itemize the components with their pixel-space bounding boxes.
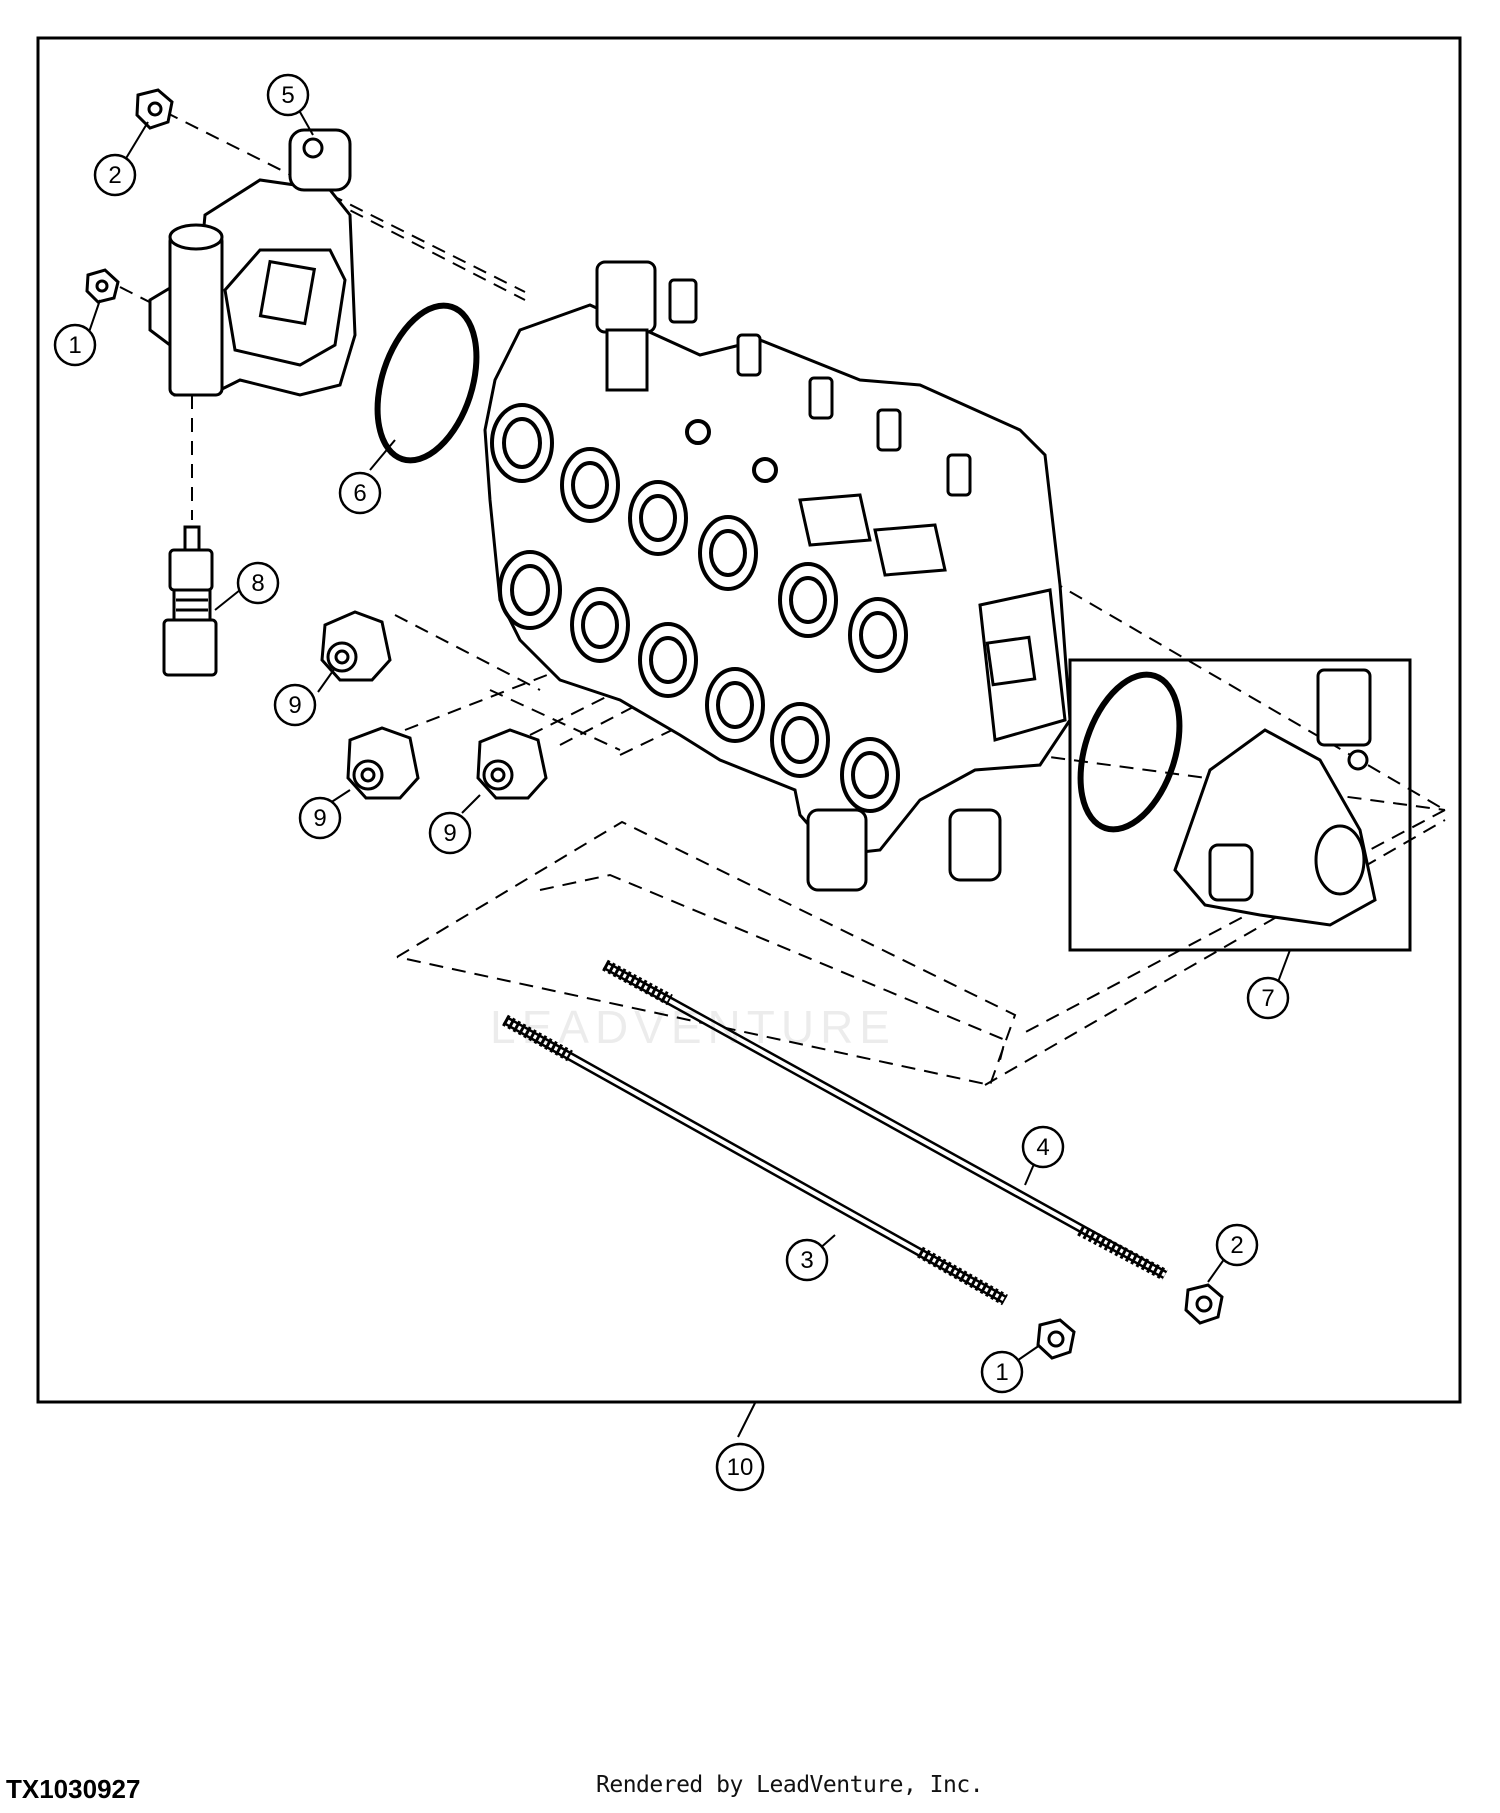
callout-label: 8 (251, 570, 264, 597)
callout-7: 7 (1246, 976, 1290, 1020)
outlet-cover-inset-box (1068, 658, 1412, 952)
callout-label: 9 (443, 820, 456, 847)
callout-label: 5 (281, 82, 294, 109)
nut-bottom (1036, 1283, 1224, 1360)
callout-label: 1 (68, 332, 81, 359)
callout-5: 5 (266, 73, 310, 117)
valve-ports (490, 403, 908, 813)
callout-label: 9 (288, 692, 301, 719)
callout-leaders (87, 111, 1291, 1438)
callout-1-bottom: 1 (980, 1350, 1024, 1394)
outlet-cover (1173, 668, 1377, 927)
nut-top (85, 88, 174, 304)
inlet-cover (148, 128, 357, 397)
callout-9-lower-right: 9 (428, 811, 472, 855)
callout-label: 9 (313, 805, 326, 832)
callout-10: 10 (715, 1442, 765, 1492)
o-ring-outlet (1077, 671, 1183, 833)
render-credit: Rendered by LeadVenture, Inc. (596, 1772, 984, 1798)
callout-label: 1 (995, 1359, 1008, 1386)
callout-label: 4 (1036, 1134, 1049, 1161)
callout-label: 6 (353, 480, 366, 507)
callout-2: 2 (93, 153, 137, 197)
callout-label: 2 (108, 162, 121, 189)
callout-3: 3 (785, 1238, 829, 1282)
callout-2-bottom: 2 (1215, 1223, 1259, 1267)
callout-6: 6 (338, 471, 382, 515)
callout-label: 3 (800, 1247, 813, 1274)
callout-label: 10 (727, 1454, 754, 1481)
callout-4: 4 (1021, 1125, 1065, 1169)
figure-id: TX1030927 (6, 1774, 141, 1804)
callout-balloons: 1 2 5 6 8 9 9 (53, 73, 1290, 1492)
o-ring-inlet (374, 302, 480, 464)
control-valve-body (483, 260, 1072, 892)
port-plugs (320, 610, 548, 800)
watermark-text: LEADVENTURE (490, 1001, 896, 1053)
diagram-frame (36, 36, 1462, 1404)
tie-rods (502, 959, 1168, 1306)
callout-8: 8 (236, 561, 280, 605)
callout-label: 7 (1261, 985, 1274, 1012)
callout-9-lower-left: 9 (298, 796, 342, 840)
relief-valve-cartridge (162, 525, 218, 677)
callout-1: 1 (53, 323, 97, 367)
callout-label: 2 (1230, 1232, 1243, 1259)
callout-9-upper: 9 (273, 683, 317, 727)
